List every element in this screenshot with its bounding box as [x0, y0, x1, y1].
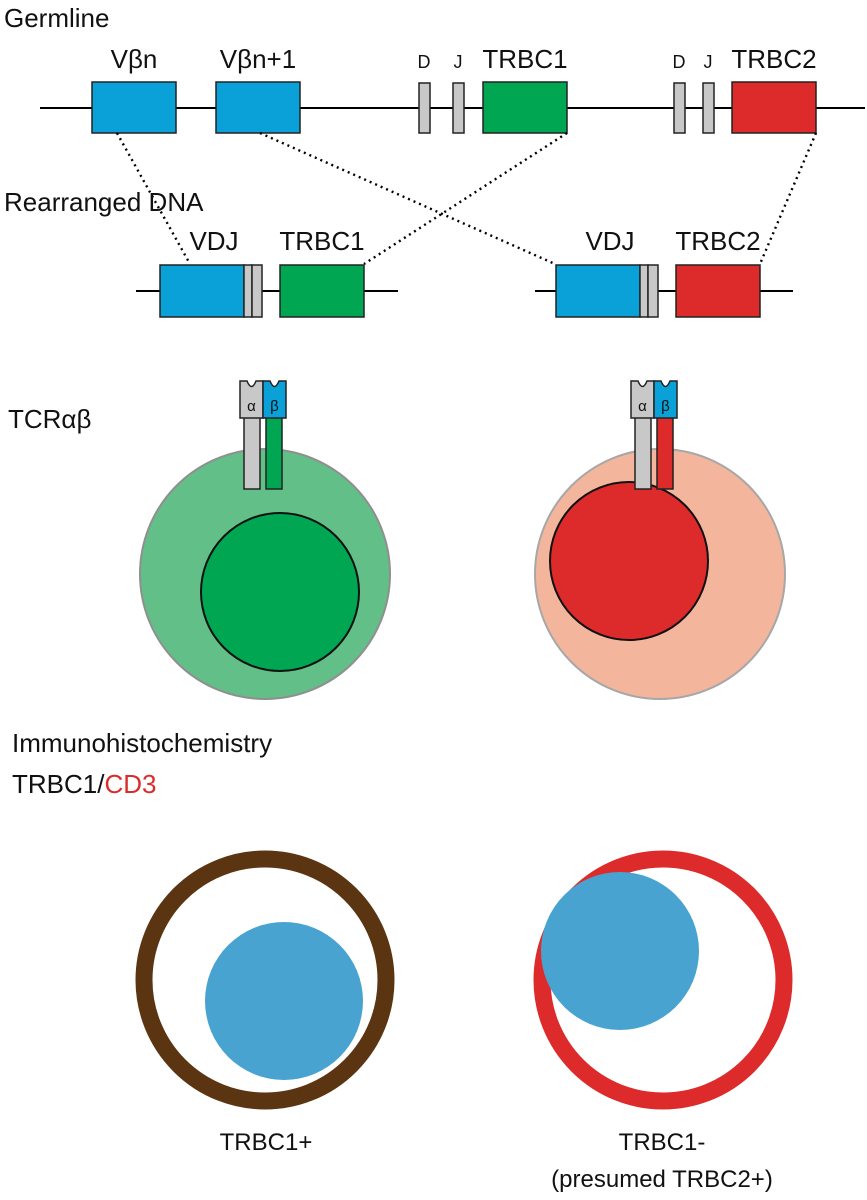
trbc2-germline-segment	[731, 81, 817, 134]
j2-label: J	[704, 52, 713, 72]
tcr-right-beta-cup	[653, 380, 678, 419]
trbc1-germline-label: TRBC1	[482, 44, 567, 74]
ihc-stain-cd3: CD3	[104, 769, 156, 799]
ihc-title: Immunohistochemistry	[12, 728, 272, 758]
cell-trbc1-nucleus	[200, 512, 360, 672]
trbc2-germline-label: TRBC2	[731, 44, 816, 74]
trbc2-rearranged-segment	[675, 264, 761, 318]
ihc-left-nucleus	[205, 922, 363, 1080]
map-trbc1	[363, 131, 568, 266]
ihc-stain-label: TRBC1/CD3	[12, 769, 156, 799]
d1-label: D	[418, 52, 431, 72]
tcr-right-beta-stalk	[656, 413, 674, 490]
tcr-receptor-left: α β	[239, 380, 287, 490]
j1-label: J	[454, 52, 463, 72]
trbc2-rearranged-label: TRBC2	[675, 226, 760, 256]
tcr-left-beta-label: β	[270, 398, 279, 415]
cell-trbc2	[534, 448, 786, 700]
d2-segment	[673, 82, 686, 134]
rearranged-title: Rearranged DNA	[4, 187, 204, 217]
vdj-right-segment	[555, 264, 641, 318]
vdj-left-j	[251, 264, 263, 318]
tcr-right-alpha-label: α	[638, 398, 647, 415]
d1-segment	[418, 82, 431, 134]
trbc1-germline-segment	[482, 81, 568, 134]
map-vbn-to-vdj	[115, 132, 192, 265]
tcr-receptor-right: α β	[630, 380, 678, 490]
tcr-left-beta-cup	[262, 380, 287, 419]
trbc1-rearranged-segment	[279, 264, 365, 318]
vdj-left-label: VDJ	[189, 226, 238, 256]
d2-label: D	[673, 52, 686, 72]
vbn-segment	[91, 81, 177, 134]
ihc-right-nucleus	[541, 872, 699, 1030]
trbc1-rearranged-label: TRBC1	[279, 226, 364, 256]
vdj-right-label: VDJ	[585, 226, 634, 256]
j2-segment	[702, 82, 715, 134]
vbn1-segment	[215, 81, 301, 134]
ihc-left-label: TRBC1+	[220, 1129, 313, 1156]
ihc-right-label-1: TRBC1-	[619, 1129, 706, 1156]
cell-trbc2-nucleus	[549, 481, 709, 641]
tcr-right-alpha-stalk	[634, 413, 652, 490]
vdj-right-j	[647, 264, 659, 318]
tcr-title: TCRαβ	[8, 404, 91, 434]
ihc-stain-prefix: TRBC1/	[12, 769, 105, 799]
vbn-label: Vβn	[111, 44, 158, 74]
vdj-right-d	[639, 264, 649, 318]
j1-segment	[452, 82, 465, 134]
vdj-left-d	[243, 264, 253, 318]
vdj-left-segment	[159, 264, 245, 318]
ihc-right-label-2: (presumed TRBC2+)	[551, 1166, 773, 1193]
tcr-left-alpha-stalk	[243, 413, 261, 490]
tcr-left-beta-stalk	[265, 413, 283, 490]
cell-trbc1	[139, 448, 391, 700]
map-trbc2	[758, 132, 818, 265]
germline-title: Germline	[4, 3, 109, 33]
tcr-right-beta-label: β	[661, 398, 670, 415]
rearrangement-mapping-lines	[115, 131, 818, 266]
vbn1-label: Vβn+1	[220, 44, 296, 74]
tcr-left-alpha-label: α	[247, 398, 256, 415]
